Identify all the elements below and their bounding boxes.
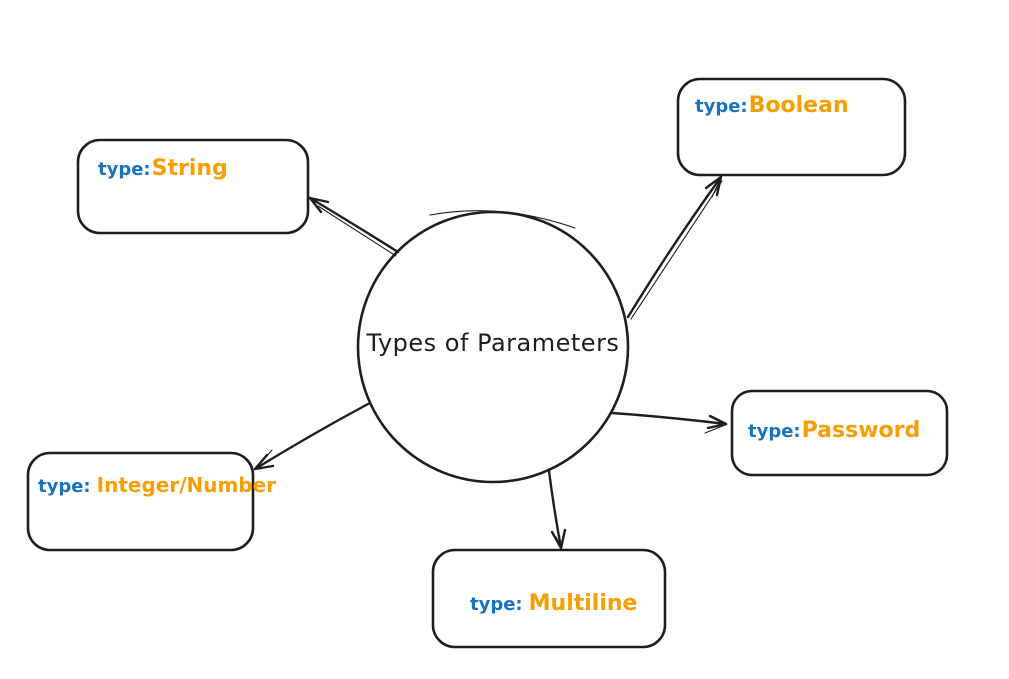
node-label-string-value: String	[152, 156, 228, 181]
arrow-to-multiline	[547, 469, 567, 550]
arrow-head-sketch	[310, 198, 327, 209]
node-box-multiline	[431, 548, 667, 649]
arrow-head	[550, 528, 567, 550]
node-label-password-prefix: type:	[748, 421, 801, 442]
node-label-string-prefix: type:	[98, 159, 151, 180]
node-multiline: type: Multiline	[431, 548, 667, 649]
node-label-boolean-prefix: type:	[695, 96, 748, 117]
arrow-head	[308, 196, 330, 214]
arrow-to-boolean	[626, 175, 723, 320]
arrow-to-password	[610, 411, 728, 434]
node-label-string: type:String	[98, 156, 228, 181]
arrow-head-sketch	[704, 424, 726, 434]
node-box-boolean	[676, 77, 907, 177]
node-integer-number: type: Integer/Number	[26, 451, 276, 552]
center-circle-sketch-stroke	[429, 210, 576, 229]
node-password: type:Password	[730, 389, 949, 477]
node-box-password	[730, 389, 949, 477]
node-label-password-value: Password	[802, 418, 921, 443]
arrow-head-sketch	[256, 449, 273, 468]
node-label-integer-number-value: Integer/Number	[97, 473, 277, 497]
node-box-integer-number	[26, 451, 255, 552]
center-label: Types of Parameters	[366, 329, 620, 357]
node-label-multiline-prefix: type:	[470, 594, 523, 615]
node-label-boolean: type:Boolean	[695, 93, 849, 118]
center-circle	[356, 210, 630, 484]
node-label-integer-number-prefix: type:	[38, 476, 91, 497]
arrow-head	[704, 175, 723, 197]
arrow-head	[706, 414, 728, 430]
node-boolean: type:Boolean	[676, 77, 907, 177]
arrow-head-sketch	[711, 179, 721, 198]
arrow-line	[610, 411, 728, 426]
node-label-integer-number: type: Integer/Number	[38, 473, 276, 497]
node-label-multiline-value: Multiline	[529, 591, 638, 616]
arrow-head-sketch	[555, 536, 562, 548]
node-label-boolean-value: Boolean	[749, 93, 849, 118]
arrow-line-sketch	[317, 205, 397, 257]
arrow-line-sketch	[630, 180, 723, 320]
arrow-line	[547, 469, 563, 550]
node-string: type:String	[76, 138, 310, 235]
node-label-password: type:Password	[748, 418, 920, 443]
node-label-multiline: type: Multiline	[470, 591, 637, 616]
arrow-to-integer-number	[253, 402, 370, 471]
arrow-line	[253, 402, 370, 471]
node-box-string	[76, 138, 310, 235]
arrow-line	[626, 175, 723, 319]
center-node: Types of Parameters	[356, 210, 630, 484]
arrow-to-string	[308, 196, 400, 257]
